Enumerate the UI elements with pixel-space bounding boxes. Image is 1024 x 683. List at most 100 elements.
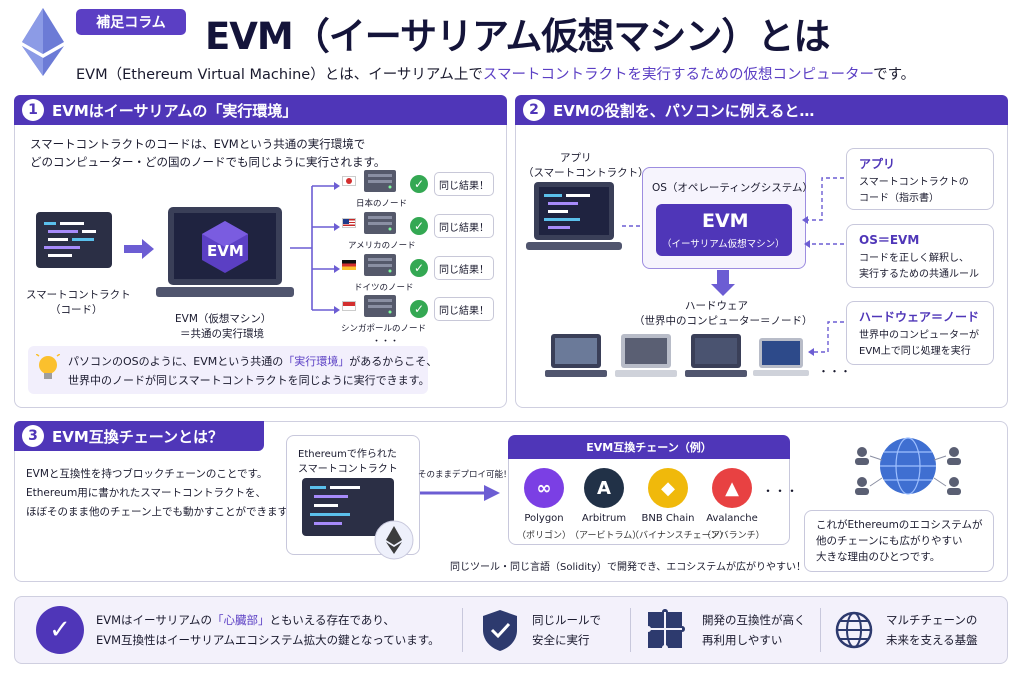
evm-label-2: ＝共通の実行環境 xyxy=(180,328,264,340)
flag-singapore-icon xyxy=(342,301,356,311)
app-label-2: （スマートコントラクト） xyxy=(523,167,649,179)
deploy-label: そのままデプロイ可能！ xyxy=(418,470,512,480)
eth-contract-label-1: Ethereumで作られた xyxy=(298,449,397,460)
more-nodes: ・・・ xyxy=(372,337,400,347)
node-label: シンガポールのノード xyxy=(341,324,427,334)
section3-desc-3: ほぼそのまま他のチェーン上でも動かすことができます。 xyxy=(26,506,298,518)
server-icon xyxy=(364,212,396,234)
arrow-down-icon xyxy=(711,270,735,296)
eco-line-2: 他のチェーンにも広がりやすい xyxy=(816,535,963,547)
server-icon xyxy=(364,295,396,317)
chain-name: Arbitrum xyxy=(581,513,627,524)
hw-label-2: （世界中のコンピューター＝ノード） xyxy=(634,315,813,327)
chains-title: EVM互換チェーン（例） xyxy=(508,435,790,459)
check-circle-icon: ✓ xyxy=(36,606,84,654)
code-label-1: スマートコントラクト xyxy=(26,289,131,301)
point-3-line-1: マルチチェーンの xyxy=(886,613,978,627)
eco-box xyxy=(804,510,994,572)
arrow-right-icon xyxy=(124,239,154,259)
box-text: コードを正しく解釈し、 xyxy=(859,253,969,264)
code-monitor-icon xyxy=(302,478,394,536)
laptop-icon xyxy=(615,334,677,377)
flag-japan-icon xyxy=(342,176,356,186)
box-text: 実行するための共通ルール xyxy=(859,269,979,280)
tip-line-2: 世界中のノードが同じスマートコントラクトを同じように実行できます。 xyxy=(68,374,430,387)
evm-label-1: EVM（仮想マシン） xyxy=(175,313,272,325)
section3-number: 3 xyxy=(22,425,44,447)
eco-line-3: 大きな理由のひとつです。 xyxy=(816,551,941,563)
laptop-icon xyxy=(753,338,809,376)
section2-header: 2 EVMの役割を、パソコンに例えると… xyxy=(515,95,1008,125)
point-2-line-2: 再利用しやすい xyxy=(702,633,783,647)
laptop-icon xyxy=(545,334,607,377)
chain-name: Polygon xyxy=(524,513,564,524)
section1-number: 1 xyxy=(22,99,44,121)
section2-number: 2 xyxy=(523,99,545,121)
chain-sub: （バイナンスチェーン） xyxy=(630,531,729,541)
divider xyxy=(462,608,463,652)
box-text: EVM上で同じ処理を実行 xyxy=(859,346,971,357)
tip-line-1: パソコンのOSのように、EVMという共通の「実行環境」があるからこそ、 xyxy=(68,355,438,368)
server-icon xyxy=(364,170,396,192)
avalanche-logo-icon: ▲ xyxy=(712,468,752,508)
bnb-logo-icon: ◆ xyxy=(648,468,688,508)
app-explain-box: アプリ スマートコントラクトの コード（指示書） xyxy=(846,148,994,210)
chain-sub: （アバランチ） xyxy=(702,531,765,541)
arbitrum-logo-icon: A xyxy=(584,468,624,508)
arrow-right-icon xyxy=(420,485,500,501)
os-label: OS（オペレーティングシステム） xyxy=(652,182,813,194)
globe-icon xyxy=(835,611,873,649)
page-subtitle: EVM（Ethereum Virtual Machine）とは、イーサリアム上で… xyxy=(76,67,916,83)
hw-label-1: ハードウェア xyxy=(685,300,748,312)
polygon-logo-icon: ∞ xyxy=(524,468,564,508)
section2-title: EVMの役割を、パソコンに例えると… xyxy=(553,101,815,120)
point-1-line-1: 同じルールで xyxy=(532,613,601,627)
flag-usa-icon xyxy=(342,218,356,228)
point-1-line-2: 安全に実行 xyxy=(532,633,590,647)
server-icon xyxy=(364,254,396,276)
section3-header: 3 EVM互換チェーンとは？ xyxy=(14,421,264,451)
result-badge: 同じ結果！ xyxy=(434,214,494,238)
check-icon: ✓ xyxy=(410,300,428,318)
node-label: 日本のノード xyxy=(356,199,408,209)
lightbulb-icon xyxy=(36,354,60,379)
evm-laptop-icon xyxy=(156,207,294,297)
hw-explain-box: ハードウェア＝ノード 世界中のコンピューターが EVM上で同じ処理を実行 xyxy=(846,301,994,365)
point-2-line-1: 開発の互換性が高く xyxy=(702,613,806,627)
evm-subtitle: （イーサリアム仮想マシン） xyxy=(662,239,785,250)
globe-network-icon xyxy=(855,437,961,495)
summary-line-1: EVMはイーサリアムの「心臓部」ともいえる存在であり、 xyxy=(96,613,395,627)
column-tag: 補足コラム xyxy=(76,9,186,35)
evm-box xyxy=(656,204,792,256)
section3-desc-1: EVMと互換性を持つブロックチェーンのことです。 xyxy=(26,468,268,480)
box-title: アプリ xyxy=(859,157,896,171)
result-badge: 同じ結果！ xyxy=(434,297,494,321)
more-laptops: ・・・ xyxy=(818,365,851,378)
divider xyxy=(820,608,821,652)
ethereum-logo-icon xyxy=(22,8,64,76)
section1-desc-1: スマートコントラクトのコードは、EVMという共通の実行環境で xyxy=(30,137,366,151)
node-label: ドイツのノード xyxy=(354,283,414,293)
node-label: アメリカのノード xyxy=(348,241,416,251)
code-label-2: （コード） xyxy=(50,304,103,316)
section3-footnote: 同じツール・同じ言語（Solidity）で開発でき、エコシステムが広がりやすい！ xyxy=(450,562,806,573)
divider xyxy=(630,608,631,652)
app-laptop-icon xyxy=(526,182,622,250)
shield-check-icon xyxy=(483,610,517,651)
puzzle-icon xyxy=(648,609,685,648)
box-title: OS＝EVM xyxy=(859,233,920,247)
chain-sub: （アービトラム） xyxy=(570,531,642,541)
evm-screen-label: EVM xyxy=(207,242,244,260)
section3-title: EVM互換チェーンとは？ xyxy=(52,427,224,446)
page-title: EVM（イーサリアム仮想マシン）とは xyxy=(205,15,830,58)
flag-germany-icon xyxy=(342,260,356,270)
code-monitor-icon xyxy=(36,212,112,268)
result-badge: 同じ結果！ xyxy=(434,256,494,280)
section1-title: EVMはイーサリアムの「実行環境」 xyxy=(52,101,298,120)
check-icon: ✓ xyxy=(410,259,428,277)
summary-line-2: EVM互換性はイーサリアムエコシステム拡大の鍵となっています。 xyxy=(96,633,440,647)
os-explain-box: OS＝EVM コードを正しく解釈し、 実行するための共通ルール xyxy=(846,224,994,288)
more-chains: ・・・ xyxy=(762,484,799,498)
chain-name: BNB Chain xyxy=(641,513,695,524)
box-title: ハードウェア＝ノード xyxy=(859,310,980,324)
